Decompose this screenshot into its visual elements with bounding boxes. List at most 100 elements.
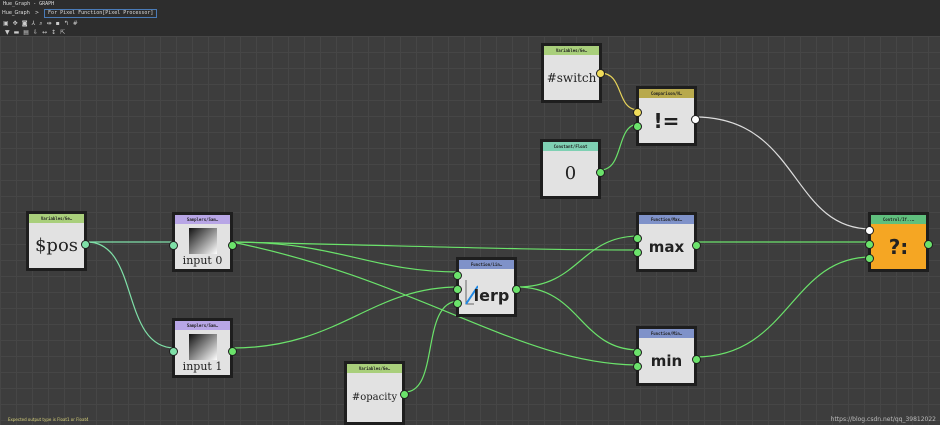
node-header: Comparison/N…	[639, 89, 694, 98]
node-label: input 0	[182, 254, 223, 267]
wire-sampler1-lerp	[231, 286, 460, 349]
snap-icon[interactable]: ⇱	[60, 28, 66, 36]
input-port[interactable]	[453, 271, 462, 280]
panel-icon[interactable]: ▤	[23, 28, 29, 36]
node-body: input 0	[175, 224, 230, 269]
node-label: #switch	[546, 70, 597, 85]
input-port[interactable]	[865, 254, 874, 263]
node-sampler1[interactable]: Samplers/Sam… input 1	[169, 318, 237, 378]
output-port[interactable]	[228, 347, 237, 356]
node-min[interactable]: Function/Min… min	[633, 326, 701, 386]
node-label: $pos	[34, 235, 79, 256]
node-max[interactable]: Function/Max… max	[633, 212, 701, 272]
input-port[interactable]	[453, 285, 462, 294]
output-port[interactable]	[691, 115, 700, 124]
search-icon[interactable]: ⌕	[39, 19, 43, 27]
input-port[interactable]	[633, 122, 642, 131]
breadcrumb-separator: >	[34, 10, 40, 16]
node-label: ?:	[888, 234, 909, 259]
input-port[interactable]	[169, 347, 178, 356]
input-port[interactable]	[169, 241, 178, 250]
status-message: Expected output type is Float1 or Float4	[8, 417, 89, 422]
screenshot-icon[interactable]: ◙	[21, 19, 28, 27]
wire-opacity-lerp	[404, 300, 460, 393]
output-port[interactable]	[924, 240, 933, 249]
node-label: input 1	[182, 360, 223, 373]
wire-pos-sampler1	[86, 241, 176, 349]
v-align-icon[interactable]: ↕	[51, 28, 57, 36]
layout-icon[interactable]: ▪	[55, 19, 60, 27]
wire-sampler0-min	[231, 241, 640, 366]
node-label: lerp	[473, 286, 510, 305]
node-switch[interactable]: Variables/Ge… #switch	[541, 43, 605, 103]
node-label: #opacity	[351, 392, 398, 403]
breadcrumb: Hue_Graph > For Pixel Function[Pixel Pro…	[0, 8, 940, 18]
input-port[interactable]	[633, 234, 642, 243]
align-icon[interactable]: ⅄	[31, 19, 36, 27]
wire-switch-compare	[599, 72, 640, 111]
lerp-graph-icon	[464, 279, 478, 305]
frame-add-icon[interactable]: ▬	[13, 28, 20, 36]
h-align-icon[interactable]: ↔	[42, 28, 48, 36]
node-if-else[interactable]: Control/If..… ?:	[865, 212, 933, 272]
wire-min-if	[694, 256, 872, 358]
window-title: Hue_Graph - GRAPH	[3, 1, 55, 7]
frame-icon[interactable]: ▣	[3, 19, 9, 27]
node-header: Variables/Ge…	[347, 364, 402, 373]
node-header: Function/Max…	[639, 215, 694, 224]
wire-lerp-max	[516, 235, 640, 288]
move-icon[interactable]: ✥	[12, 19, 18, 27]
node-sampler0[interactable]: Samplers/Sam… input 0	[169, 212, 237, 272]
node-constant[interactable]: Constant/Float 0	[540, 139, 605, 199]
toolbar-row2: ▼▬▤⇩ ↔↕⇱	[0, 28, 940, 36]
output-port[interactable]	[400, 390, 409, 399]
node-header: Function/Lin…	[459, 260, 514, 269]
input-port[interactable]	[633, 362, 642, 371]
node-header: Samplers/Sam…	[175, 215, 230, 224]
breadcrumb-function[interactable]: For Pixel Function[Pixel Processor]	[44, 8, 158, 18]
node-header: Control/If..…	[871, 215, 926, 224]
watermark: https://blog.csdn.net/qq_39812022	[830, 416, 936, 423]
node-body: lerp	[459, 269, 514, 314]
grid-icon[interactable]: #	[72, 19, 78, 27]
wire-lerp-min	[516, 286, 640, 351]
breadcrumb-graph[interactable]: Hue_Graph	[2, 10, 30, 16]
node-lerp[interactable]: Function/Lin… lerp	[453, 257, 521, 317]
output-port[interactable]	[596, 69, 605, 78]
node-label: max	[648, 237, 685, 256]
node-header: Variables/Ge…	[544, 46, 599, 55]
input-port[interactable]	[865, 240, 874, 249]
node-opacity[interactable]: Variables/Ge… #opacity	[344, 361, 409, 425]
input-port[interactable]	[633, 108, 642, 117]
comment-icon[interactable]: ▼	[5, 28, 10, 36]
title-bar: Hue_Graph - GRAPH Hue_Graph > For Pixel …	[0, 0, 940, 36]
wire-sampler0-max	[231, 241, 640, 251]
input-port[interactable]	[865, 226, 874, 235]
node-header: Function/Min…	[639, 329, 694, 338]
toolbar-row1: ▣✥◙⅄⌕⇹▪↰#	[0, 19, 940, 27]
output-port[interactable]	[692, 241, 701, 250]
texture-preview	[188, 334, 217, 360]
export-icon[interactable]: ⇩	[32, 28, 38, 36]
node-compare[interactable]: Comparison/N… !=	[633, 86, 700, 146]
output-port[interactable]	[228, 241, 237, 250]
node-header: Variables/Ge…	[29, 214, 84, 223]
title-row: Hue_Graph - GRAPH	[0, 0, 940, 8]
node-label: min	[650, 351, 683, 370]
node-body: input 1	[175, 330, 230, 375]
output-port[interactable]	[512, 285, 521, 294]
graph-canvas[interactable]	[0, 36, 940, 425]
input-port[interactable]	[453, 299, 462, 308]
distribute-icon[interactable]: ⇹	[46, 19, 52, 27]
input-port[interactable]	[633, 248, 642, 257]
wire-compare-if	[694, 116, 872, 230]
node-header: Samplers/Sam…	[175, 321, 230, 330]
link-icon[interactable]: ↰	[63, 19, 69, 27]
output-port[interactable]	[692, 355, 701, 364]
input-port[interactable]	[633, 348, 642, 357]
node-pos[interactable]: Variables/Ge… $pos	[26, 211, 90, 271]
output-port[interactable]	[596, 168, 605, 177]
output-port[interactable]	[81, 240, 90, 249]
wire-const-compare	[599, 123, 640, 171]
